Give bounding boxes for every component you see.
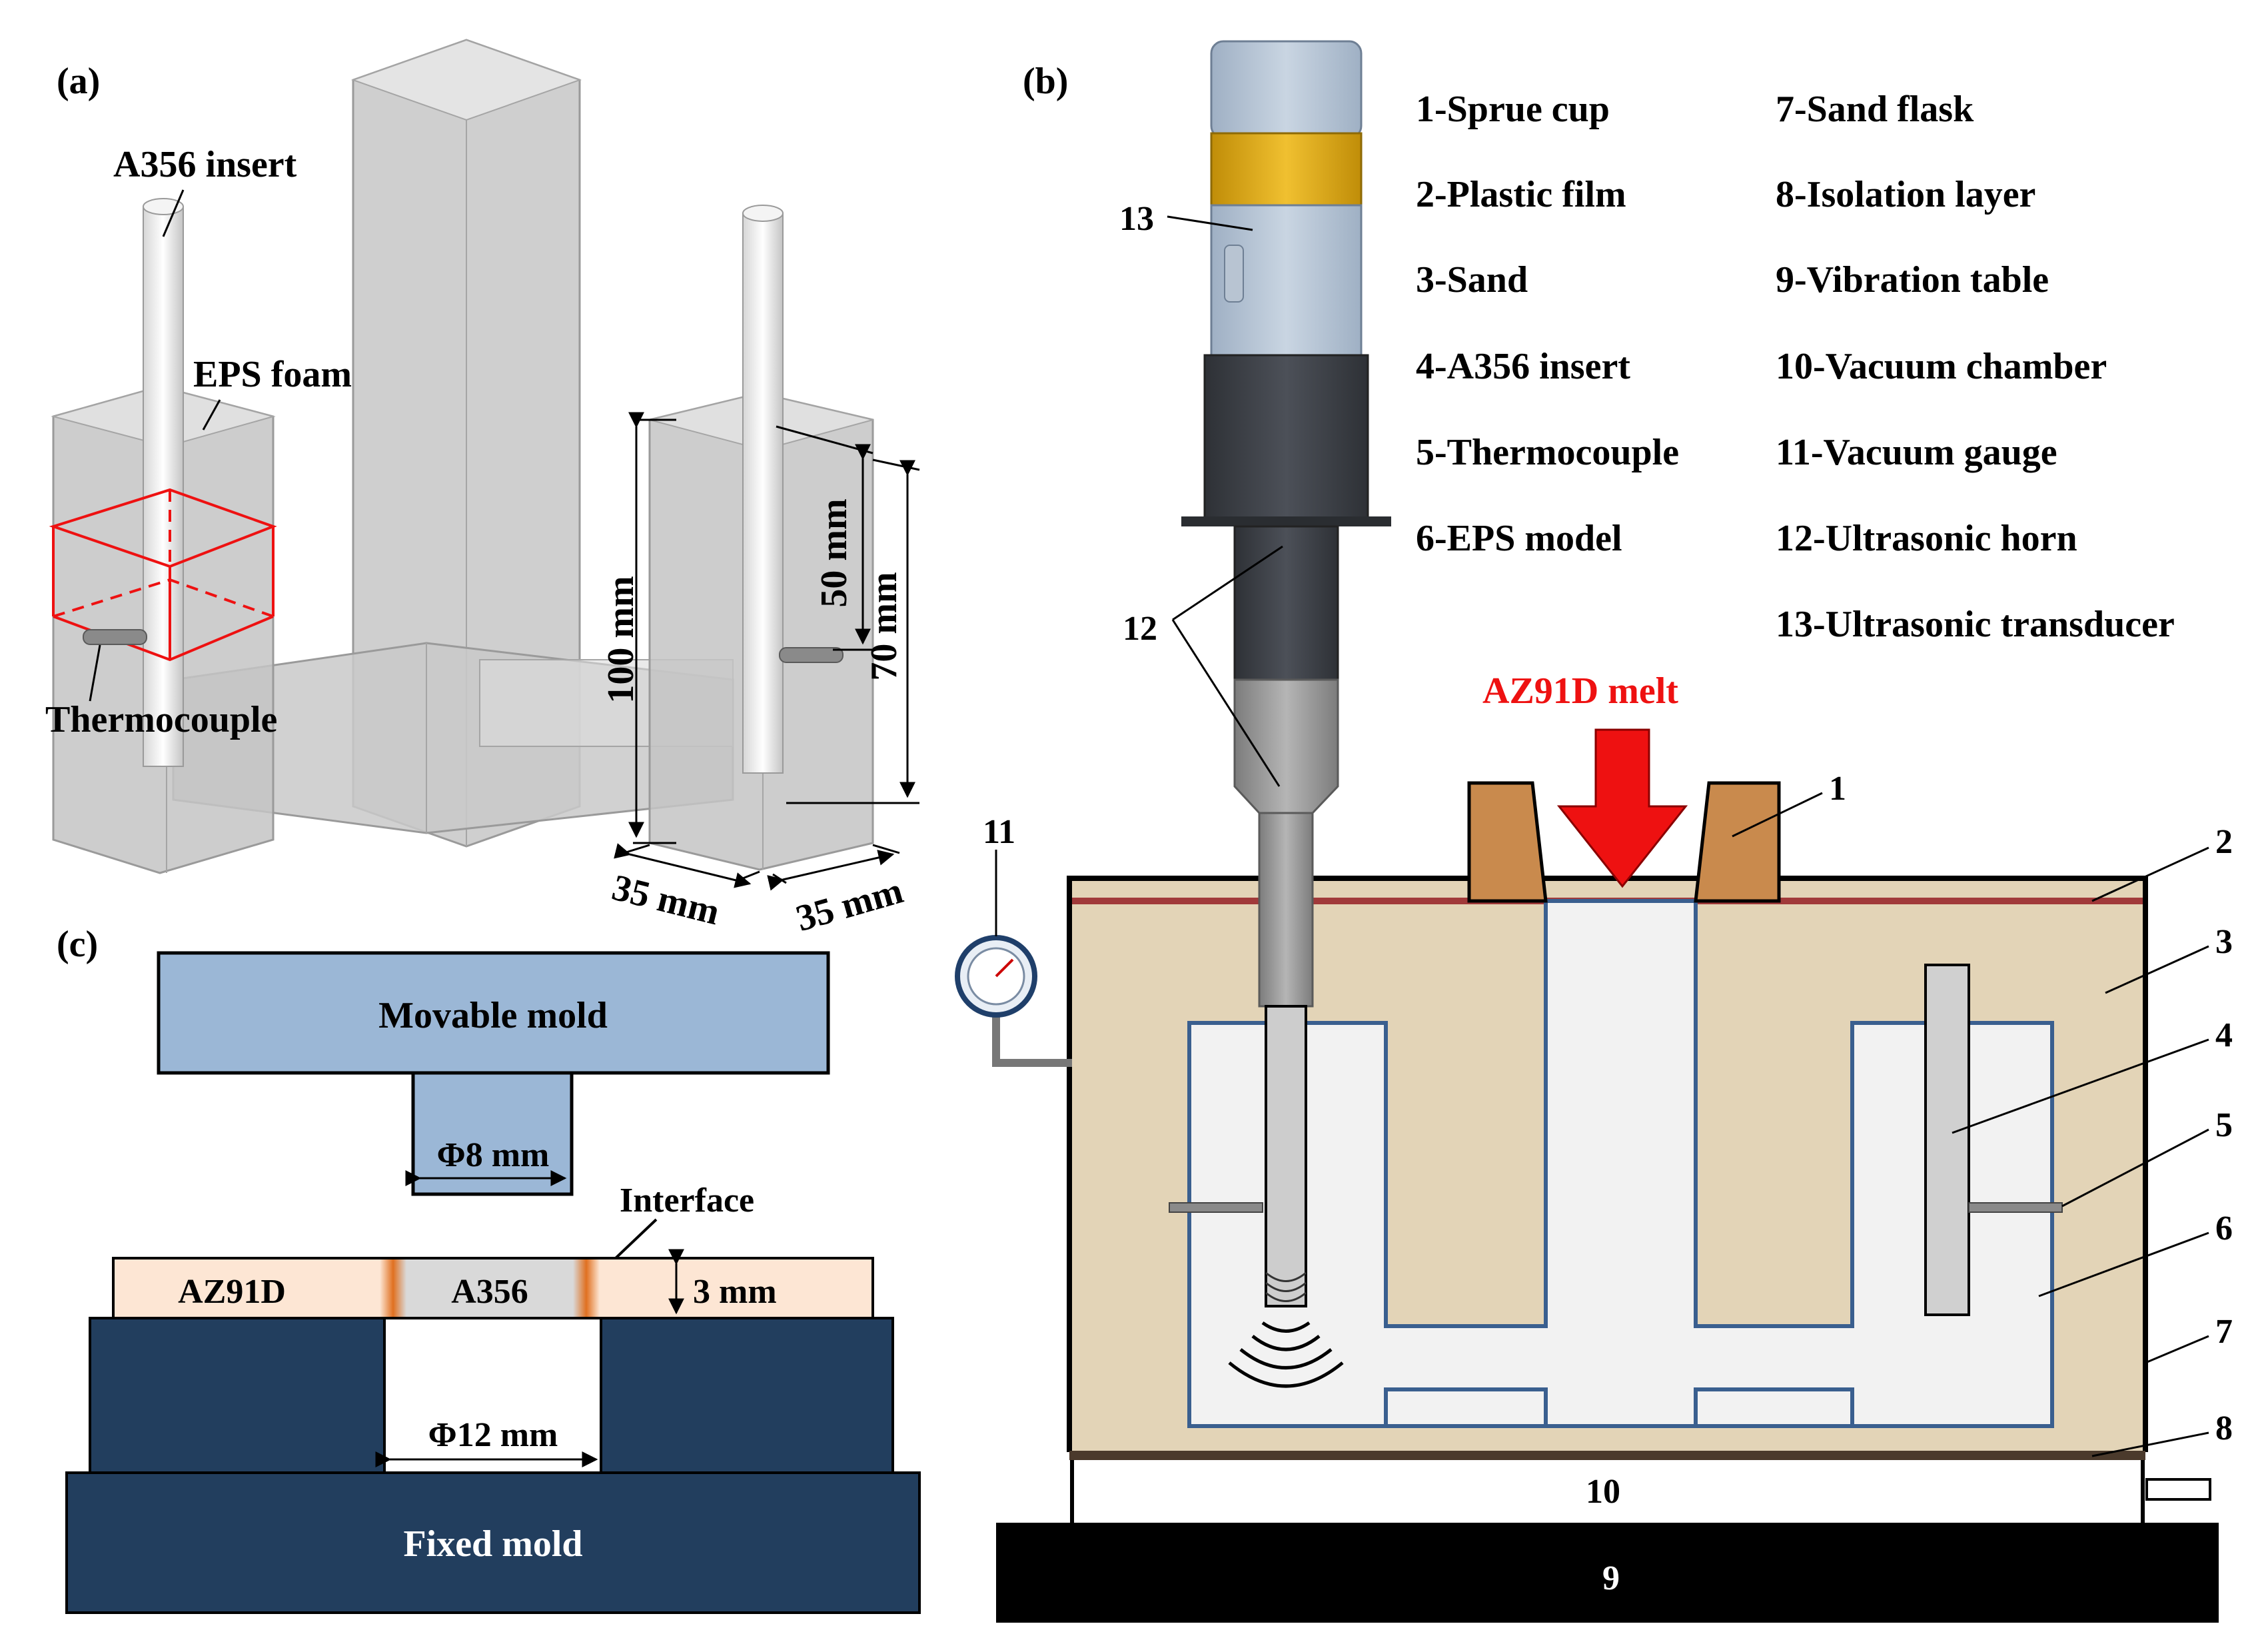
dimension-70mm-label: 70 mm	[863, 572, 905, 680]
melt-arrow	[1556, 728, 1688, 888]
legend-item: 6-EPS model	[1416, 518, 1622, 559]
callout-2: 2	[2215, 823, 2233, 861]
left-thermocouple	[83, 629, 147, 645]
callout-12-leader-lower	[1171, 619, 1281, 787]
thermocouple-left	[1169, 1202, 1263, 1213]
punch	[411, 1071, 574, 1196]
callout-4: 4	[2215, 1016, 2233, 1054]
callout-12: 12	[1123, 610, 1157, 648]
movable-mold-label: Movable mold	[378, 995, 608, 1036]
label-eps-foam: EPS foam	[193, 354, 352, 395]
ultrasonic-assembly	[1181, 40, 1391, 1388]
hole-diameter-label: Φ12 mm	[428, 1416, 558, 1454]
callout-13-leader	[1167, 215, 1253, 231]
fixed-mold-label: Fixed mold	[403, 1523, 582, 1565]
legend-item: 7-Sand flask	[1776, 89, 1974, 130]
callout-1: 1	[1829, 770, 1846, 808]
dimension-35mm-left-label: 35 mm	[608, 867, 724, 934]
callouts: 1 2 3 4 5 6 7 8 9 10 11 12 13	[983, 200, 2233, 1597]
callout-8: 8	[2215, 1409, 2233, 1447]
callout-2-leader	[2091, 846, 2209, 902]
legend-item: 10-Vacuum chamber	[1776, 346, 2107, 387]
legend-item: 4-A356 insert	[1416, 346, 1630, 387]
callout-6-leader	[2038, 1231, 2209, 1297]
panel-c: (c) Movable mold Φ8 mm Interface AZ91D A…	[57, 924, 921, 1614]
punch-diameter-label: Φ8 mm	[437, 1136, 550, 1174]
callout-3-leader	[2105, 945, 2209, 994]
label-thermocouple: Thermocouple	[45, 699, 277, 740]
callout-13: 13	[1119, 200, 1154, 238]
callout-5-leader	[2061, 1128, 2209, 1208]
callout-4-leader	[1952, 1038, 2209, 1134]
roi-cube	[49, 488, 277, 662]
legend-item: 5-Thermocouple	[1416, 432, 1679, 473]
dimension-100mm-label: 100 mm	[600, 576, 642, 703]
dimension-50mm-label: 50 mm	[814, 498, 855, 607]
vacuum-port	[2145, 1478, 2211, 1501]
panel-b: (b) 1-Sprue cup 2-Plastic film 3-Sand 4-…	[955, 40, 2233, 1623]
legend-item: 9-Vibration table	[1776, 259, 2049, 301]
callout-3: 3	[2215, 923, 2233, 961]
alloy-plate	[112, 1257, 874, 1319]
label-a356-insert: A356 insert	[113, 144, 297, 185]
vibration-table	[996, 1523, 2219, 1623]
thickness-label: 3 mm	[693, 1273, 777, 1311]
callout-9: 9	[1602, 1559, 1620, 1597]
dimension-35mm-right	[767, 844, 900, 891]
dimension-100mm	[628, 412, 676, 844]
callout-10: 10	[1586, 1473, 1620, 1511]
isolation-layer	[1069, 1451, 2145, 1460]
az91d-label: AZ91D	[178, 1273, 286, 1311]
eps-model	[1187, 899, 2054, 1428]
dimension-50mm	[776, 425, 873, 651]
callout-5: 5	[2215, 1106, 2233, 1144]
right-insert-rod	[742, 205, 784, 774]
movable-mold	[157, 951, 830, 1075]
leader-a356-insert	[162, 189, 185, 237]
leader-thermocouple	[89, 644, 101, 702]
panel-c-label: (c)	[57, 924, 98, 965]
legend-item: 11-Vacuum gauge	[1776, 432, 2057, 473]
callout-12-leader-upper	[1172, 545, 1283, 621]
panel-b-label: (b)	[1023, 61, 1068, 102]
leader-eps-foam	[202, 399, 221, 430]
callout-7-leader	[2145, 1335, 2209, 1364]
legend: 1-Sprue cup 2-Plastic film 3-Sand 4-A356…	[1416, 89, 2175, 645]
dimension-70mm	[786, 458, 920, 804]
callout-8-leader	[2091, 1431, 2209, 1457]
legend-item: 3-Sand	[1416, 259, 1528, 301]
legend-item: 1-Sprue cup	[1416, 89, 1610, 130]
right-thermocouple	[779, 647, 844, 663]
panel-a: (a)	[45, 39, 920, 940]
left-insert-rod	[143, 198, 184, 767]
sprue-cup	[1467, 781, 1781, 903]
a356-insert	[1924, 964, 1970, 1316]
legend-item: 2-Plastic film	[1416, 174, 1626, 215]
legend-item: 13-Ultrasonic transducer	[1776, 604, 2175, 645]
callout-6: 6	[2215, 1210, 2233, 1247]
callout-11: 11	[983, 813, 1015, 851]
callout-1-leader	[1732, 792, 1823, 838]
panel-a-label: (a)	[57, 61, 100, 102]
legend-item: 12-Ultrasonic horn	[1776, 518, 2077, 559]
dimension-35mm-left	[614, 843, 760, 888]
a356-label: A356	[451, 1273, 528, 1311]
fixed-mold	[65, 1317, 921, 1614]
callout-7: 7	[2215, 1313, 2233, 1351]
thermocouple-right	[1968, 1202, 2063, 1213]
dimension-35mm-right-label: 35 mm	[792, 870, 907, 940]
legend-item: 8-Isolation layer	[1776, 174, 2035, 215]
melt-label: AZ91D melt	[1482, 670, 1678, 712]
interface-label: Interface	[620, 1182, 754, 1220]
vacuum-gauge	[955, 935, 1072, 1067]
